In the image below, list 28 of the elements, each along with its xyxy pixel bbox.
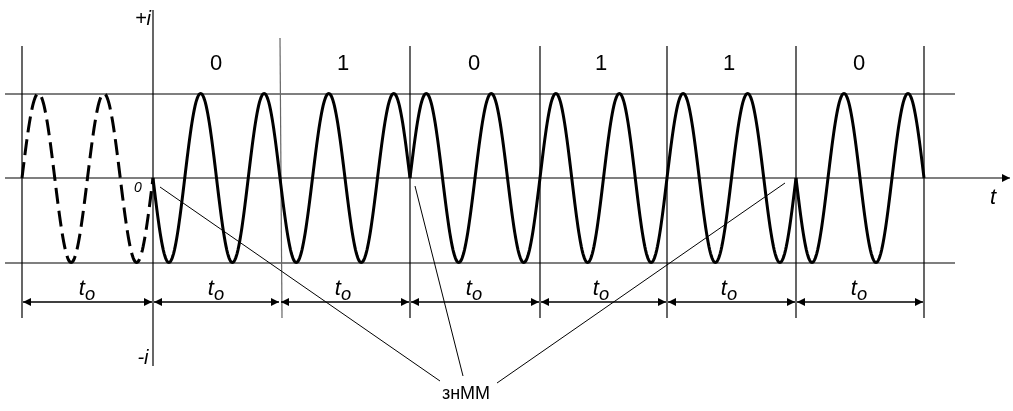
axis-label: +i [134, 8, 152, 28]
sine-wave [151, 91, 282, 265]
sine-wave [538, 91, 669, 265]
duration-label: t$_{o}$ [78, 276, 96, 304]
duration-label: t$_{o}$ [465, 276, 483, 304]
duration-label: t$_{o}$ [850, 276, 868, 304]
leader-line [159, 186, 441, 382]
origin-label: 0 [134, 180, 142, 194]
axis-label: -i [137, 347, 149, 367]
bit-value: 0 [852, 52, 866, 74]
dashed-sine-wave [20, 91, 155, 265]
sine-wave [408, 91, 542, 265]
bit-value: 1 [722, 52, 736, 74]
leader-line [496, 182, 786, 384]
duration-label: t$_{o}$ [720, 276, 738, 304]
leader-line [414, 185, 464, 377]
bit-value: 1 [336, 52, 350, 74]
sine-wave [665, 91, 798, 265]
bit-value: 0 [467, 52, 481, 74]
duration-label: t$_{o}$ [334, 276, 352, 304]
bit-value: 1 [594, 52, 608, 74]
sine-wave [278, 91, 412, 265]
duration-label: t$_{o}$ [592, 276, 610, 304]
axis-label: t [989, 186, 997, 208]
annotation-label: знММ [441, 384, 491, 402]
duration-label: t$_{o}$ [207, 276, 225, 304]
sine-wave [794, 91, 926, 265]
bit-value: 0 [209, 52, 223, 74]
